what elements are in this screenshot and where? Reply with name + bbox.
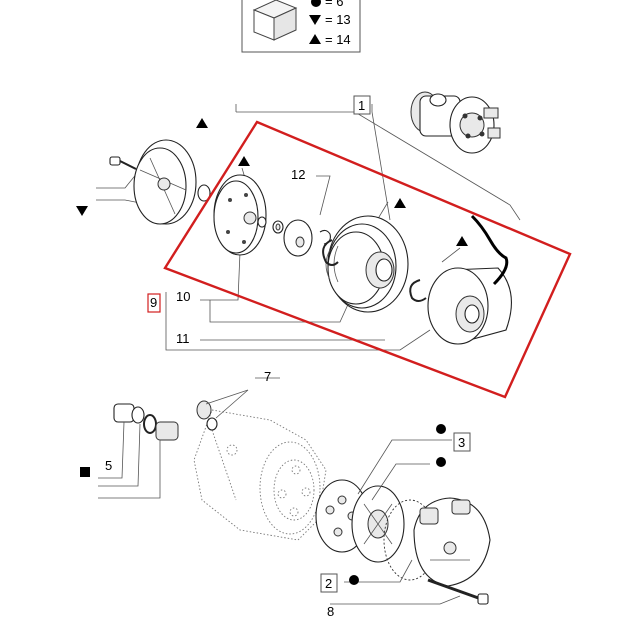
snap-ring-1 <box>322 239 339 266</box>
cube-icon <box>252 0 298 41</box>
callout-3[interactable]: 3 <box>453 432 471 452</box>
highlight-frame <box>163 120 572 399</box>
circle-marker-icon <box>436 457 446 467</box>
callout-1-label: 1 <box>358 98 365 113</box>
legend: = 6 = 13 = 14 <box>241 0 361 53</box>
leader-lines-bottom <box>98 377 461 605</box>
callout-9[interactable]: 9 <box>147 293 161 313</box>
triangle-down-icon <box>309 15 321 25</box>
square-marker-icon <box>80 467 90 477</box>
markers <box>76 118 468 585</box>
callout-11-label[interactable]: 11 <box>176 331 190 346</box>
callout-7-label[interactable]: 7 <box>264 369 271 384</box>
leader-lines-top <box>96 104 521 351</box>
compressor-body-lower <box>193 409 327 541</box>
triangle-up-icon <box>456 236 468 246</box>
field-coil <box>427 214 512 345</box>
pulley-rotor <box>325 215 409 313</box>
head-bolt <box>427 578 489 605</box>
callout-12-label[interactable]: 12 <box>291 167 305 182</box>
gasket-2 <box>351 485 405 563</box>
circle-marker-icon <box>349 575 359 585</box>
callout-1-box <box>353 95 371 115</box>
shim-disc <box>283 219 331 257</box>
callout-5-label[interactable]: 5 <box>105 458 112 473</box>
callout-1[interactable]: 1 <box>353 95 371 115</box>
circle-marker-icon <box>436 424 446 434</box>
callout-10-label[interactable]: 10 <box>176 289 190 304</box>
triangle-up-icon <box>196 118 208 128</box>
callout-2-box <box>320 573 338 593</box>
compressor-assembly-top <box>410 91 501 154</box>
legend-row2-value: = 13 <box>325 12 351 27</box>
triangle-up-icon <box>238 156 250 166</box>
legend-row3-value: = 14 <box>325 32 351 47</box>
callout-2[interactable]: 2 <box>320 573 338 593</box>
cylinder-head <box>413 497 491 587</box>
callout-9-label: 9 <box>150 295 157 310</box>
callout-3-label: 3 <box>458 435 465 450</box>
seal-kit <box>113 400 218 441</box>
callout-9-box <box>147 293 161 313</box>
triangle-down-icon <box>76 206 88 216</box>
snap-ring-2 <box>409 279 427 302</box>
clutch-hub-plate <box>213 174 284 256</box>
callout-3-box <box>453 432 471 452</box>
bolt-small <box>109 156 137 170</box>
triangle-up-icon <box>394 198 406 208</box>
callout-8-label[interactable]: 8 <box>327 604 334 618</box>
legend-row1-value: = 6 <box>325 0 343 9</box>
triangle-up-icon <box>309 34 321 44</box>
circle-marker-icon <box>311 0 321 7</box>
callout-2-label: 2 <box>325 576 332 591</box>
pulley-plate-left <box>109 139 211 225</box>
